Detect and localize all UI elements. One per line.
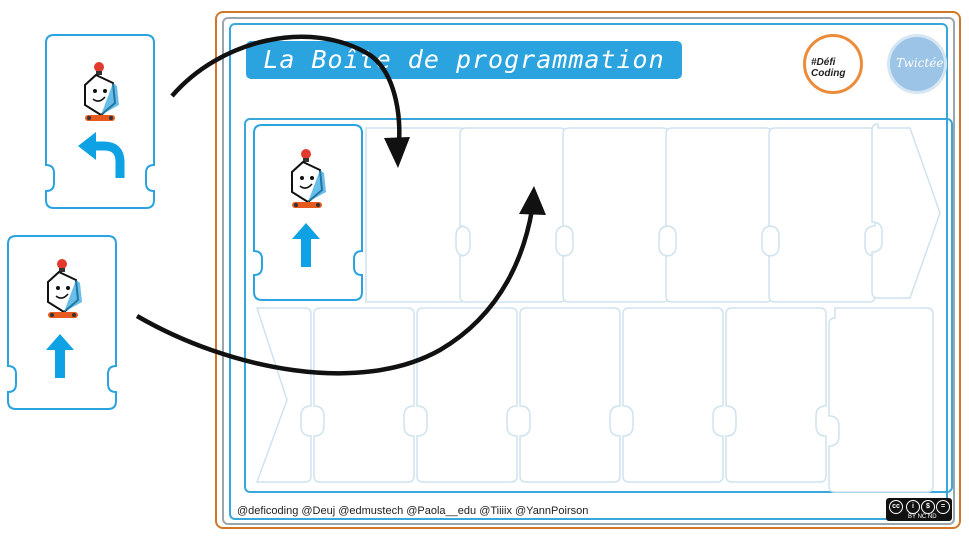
- forward-card-placed[interactable]: [253, 124, 363, 301]
- deficoding-logo-text: #Défi Coding: [811, 57, 846, 79]
- program-slot[interactable]: [365, 127, 467, 303]
- program-slot[interactable]: [725, 307, 827, 483]
- board-frame-inner: [229, 23, 948, 520]
- row-start-chevron: [255, 307, 312, 483]
- row-end-chevron: [871, 123, 941, 299]
- drag-arrow-bottom: [135, 186, 546, 376]
- twictee-logo-text: Twictée: [896, 56, 944, 70]
- deficoding-logo: #Défi Coding: [803, 34, 863, 94]
- board-frame-outer: [215, 11, 961, 529]
- board-frame-middle: [222, 17, 955, 525]
- turn-left-card[interactable]: [45, 34, 155, 209]
- forward-card-outside[interactable]: [7, 235, 117, 410]
- board-title: La Boîte de programmation: [246, 41, 682, 79]
- program-slot[interactable]: [622, 307, 724, 483]
- turn-left-arrow-icon: [78, 132, 125, 178]
- drag-arrow-top: [170, 34, 410, 168]
- license-caption: BY NC ND: [908, 514, 937, 520]
- program-slot[interactable]: [313, 307, 415, 483]
- program-slot[interactable]: [519, 307, 621, 483]
- credits-text: @deficoding @Deuj @edmustech @Paola__edu…: [237, 505, 589, 517]
- slot-row-bottom: [255, 307, 934, 493]
- program-slot[interactable]: [828, 307, 934, 493]
- program-slot[interactable]: [768, 127, 876, 303]
- nd-icon: =: [936, 500, 950, 514]
- by-icon: i: [906, 500, 920, 514]
- program-slot[interactable]: [416, 307, 518, 483]
- cc-icon: cc: [889, 500, 903, 514]
- program-slot[interactable]: [562, 127, 670, 303]
- program-slot[interactable]: [459, 127, 567, 303]
- programming-area: [244, 118, 953, 493]
- twictee-logo: Twictée: [887, 34, 947, 94]
- slot-row-top: [365, 123, 941, 303]
- cc-license-badge: cc i $ = BY NC ND: [886, 498, 952, 521]
- program-slot[interactable]: [665, 127, 773, 303]
- nc-icon: $: [921, 500, 935, 514]
